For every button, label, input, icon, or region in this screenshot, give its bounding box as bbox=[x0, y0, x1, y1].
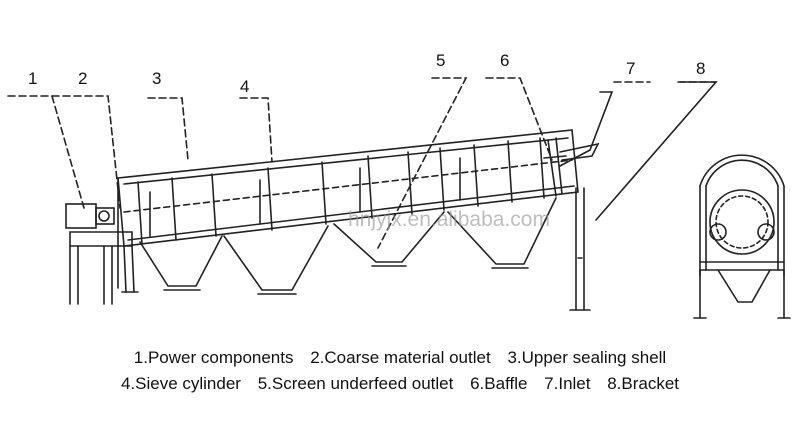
callout-1: 1 bbox=[28, 69, 37, 88]
sieve-cylinder bbox=[137, 137, 545, 245]
upper-sealing-shell bbox=[117, 129, 579, 247]
legend-screen-underfeed-outlet: 5.Screen underfeed outlet bbox=[257, 374, 454, 393]
legend-power-components: 1.Power components bbox=[133, 348, 294, 367]
callout-6: 6 bbox=[500, 51, 509, 70]
baffle bbox=[543, 137, 567, 197]
leader-lines bbox=[7, 77, 718, 249]
legend-line-1: 1.Power components 2.Coarse material out… bbox=[0, 348, 800, 368]
watermark: hnjyjx.en.alibaba.com bbox=[348, 208, 550, 231]
callout-7: 7 bbox=[626, 59, 635, 78]
legend-line-2: 4.Sieve cylinder 5.Screen underfeed outl… bbox=[0, 374, 800, 394]
legend-upper-sealing-shell: 3.Upper sealing shell bbox=[507, 348, 667, 367]
legend-inlet: 7.Inlet bbox=[544, 374, 591, 393]
callout-5: 5 bbox=[436, 51, 445, 70]
screen-underfeed-outlet bbox=[139, 197, 557, 295]
legend-sieve-cylinder: 4.Sieve cylinder bbox=[120, 374, 241, 393]
callout-4: 4 bbox=[240, 77, 249, 96]
callout-2: 2 bbox=[78, 69, 87, 88]
end-view bbox=[693, 154, 791, 319]
legend-baffle: 6.Baffle bbox=[470, 374, 528, 393]
callout-3: 3 bbox=[152, 69, 161, 88]
legend-coarse-material-outlet: 2.Coarse material outlet bbox=[310, 348, 491, 367]
power-components bbox=[65, 203, 133, 305]
legend-bracket: 8.Bracket bbox=[607, 374, 680, 393]
callout-numbers: 1 2 3 4 5 6 7 8 bbox=[28, 51, 705, 96]
callout-8: 8 bbox=[696, 59, 705, 78]
coarse-material-outlet bbox=[117, 177, 139, 293]
bracket bbox=[569, 187, 591, 311]
inlet-chute bbox=[559, 91, 614, 167]
